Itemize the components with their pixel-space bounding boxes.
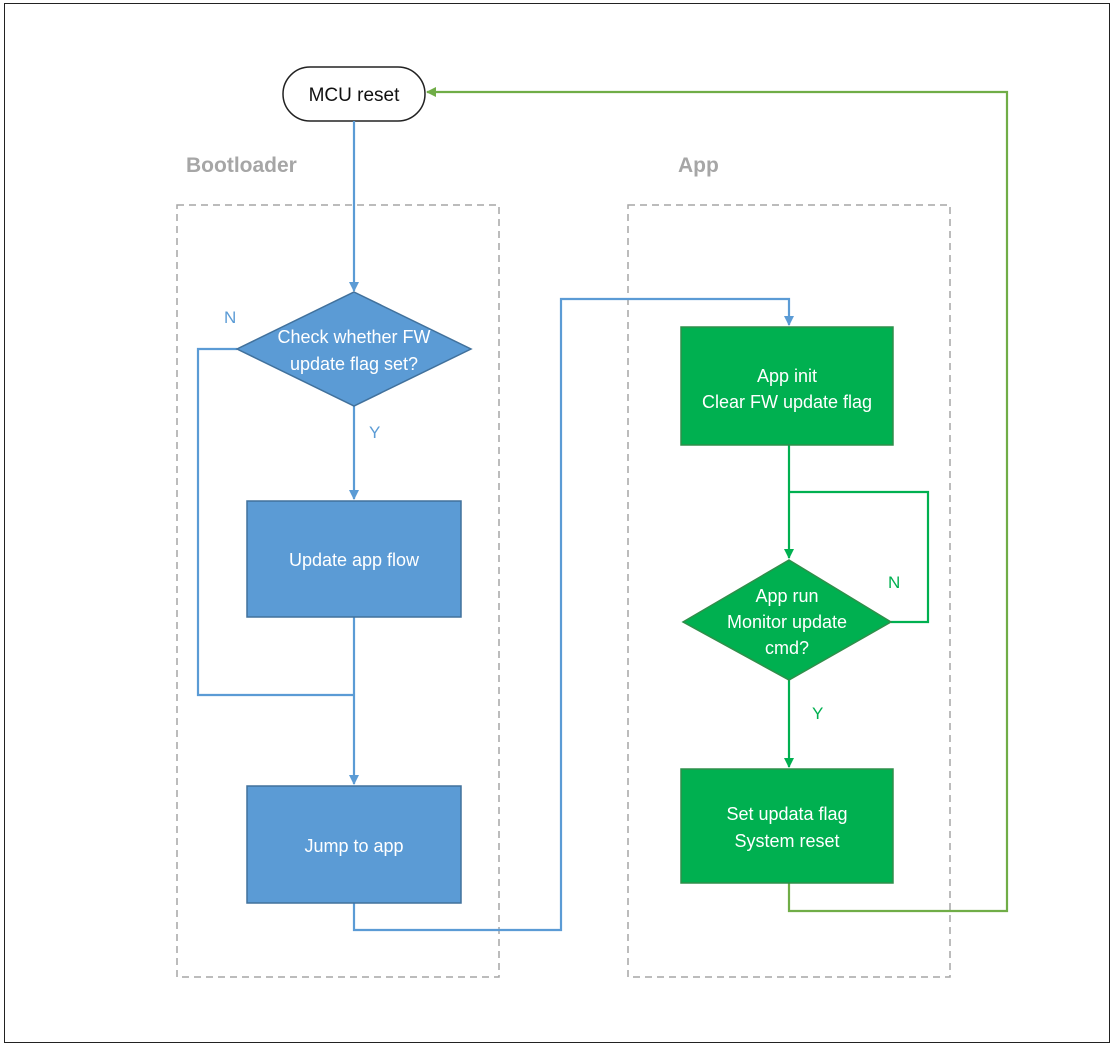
- edge-label-boot-yes: Y: [369, 423, 380, 442]
- edge-label-app-yes: Y: [812, 704, 823, 723]
- edge-reset-loop: [426, 87, 1009, 913]
- set-flag-label-line2: System reset: [734, 831, 839, 851]
- app-group-title: App: [678, 154, 719, 177]
- edge-check-no: [196, 347, 354, 697]
- set-flag-box: [680, 768, 894, 884]
- app-init-label-line1: App init: [757, 366, 817, 386]
- bootloader-group: [176, 204, 500, 978]
- app-init-label-line2: Clear FW update flag: [702, 392, 872, 412]
- check-flag-label-line1: Check whether FW: [277, 327, 430, 347]
- app-group: [627, 204, 951, 978]
- edge-jump-to-app-init: [352, 297, 794, 932]
- bootloader-group-title: Bootloader: [186, 154, 297, 177]
- app-run-label-line3: cmd?: [765, 638, 809, 658]
- jump-to-app-label: Jump to app: [304, 836, 403, 856]
- app-init-box: [680, 326, 894, 446]
- set-flag-label-line1: Set updata flag: [726, 804, 847, 824]
- app-run-decision: [681, 559, 893, 681]
- update-app-flow-label: Update app flow: [289, 550, 420, 570]
- edge-label-boot-no: N: [224, 308, 236, 327]
- app-run-label-line1: App run: [755, 586, 818, 606]
- mcu-reset-label: MCU reset: [309, 85, 401, 106]
- app-run-label-line2: Monitor update: [727, 612, 847, 632]
- jump-to-app-box: [246, 785, 462, 904]
- check-flag-decision: [235, 291, 473, 407]
- check-flag-label-line2: update flag set?: [290, 354, 418, 374]
- diagram-frame: [4, 3, 1110, 1043]
- update-app-flow-box: [246, 500, 462, 618]
- edge-label-app-no: N: [888, 573, 900, 592]
- edge-run-no: [789, 490, 930, 624]
